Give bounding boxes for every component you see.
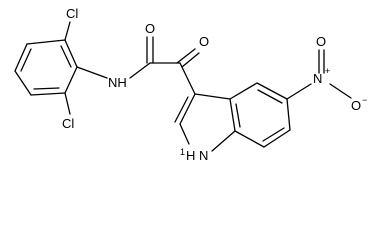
- amide-nh-label: NH: [108, 75, 127, 90]
- indole-h-number: 1: [180, 147, 185, 157]
- nitro-oxygen-charge: −: [362, 95, 367, 105]
- c-cl-bond-top: [64, 21, 71, 41]
- indole-h-prefix-label: H: [186, 148, 195, 163]
- keto-oxygen-label: O: [199, 34, 209, 49]
- indole-n-label: N: [199, 148, 208, 163]
- chlorine-bottom-label: Cl: [62, 116, 74, 131]
- nitro-oxygen-top-label: O: [316, 34, 326, 49]
- amide-oxygen-label: O: [145, 21, 155, 36]
- keto-co-double-bond-b: [181, 52, 200, 68]
- nitro-nitrogen-label: N: [313, 71, 322, 86]
- nitro-nitrogen-charge: +: [325, 66, 330, 76]
- indole-benzene-ring: [229, 82, 291, 148]
- nitro-oxygen-right-label: O: [351, 98, 361, 113]
- molecule-structure: Cl Cl NH O O N + O O − H N 1: [14, 6, 367, 163]
- dichlorophenyl-ring: [14, 39, 78, 96]
- ring-nitro-bond: [286, 83, 312, 100]
- keto-co-double-bond-a: [176, 48, 196, 64]
- chlorine-top-label: Cl: [66, 6, 78, 21]
- indole-pyrrole-ring: [174, 93, 236, 152]
- nitro-o-single-bond: [329, 83, 352, 99]
- ring-n-bond: [76, 66, 108, 79]
- keto-indole-bond: [179, 62, 196, 95]
- n-carbonyl-bond: [129, 62, 151, 79]
- c-cl-bond-bottom: [64, 92, 71, 115]
